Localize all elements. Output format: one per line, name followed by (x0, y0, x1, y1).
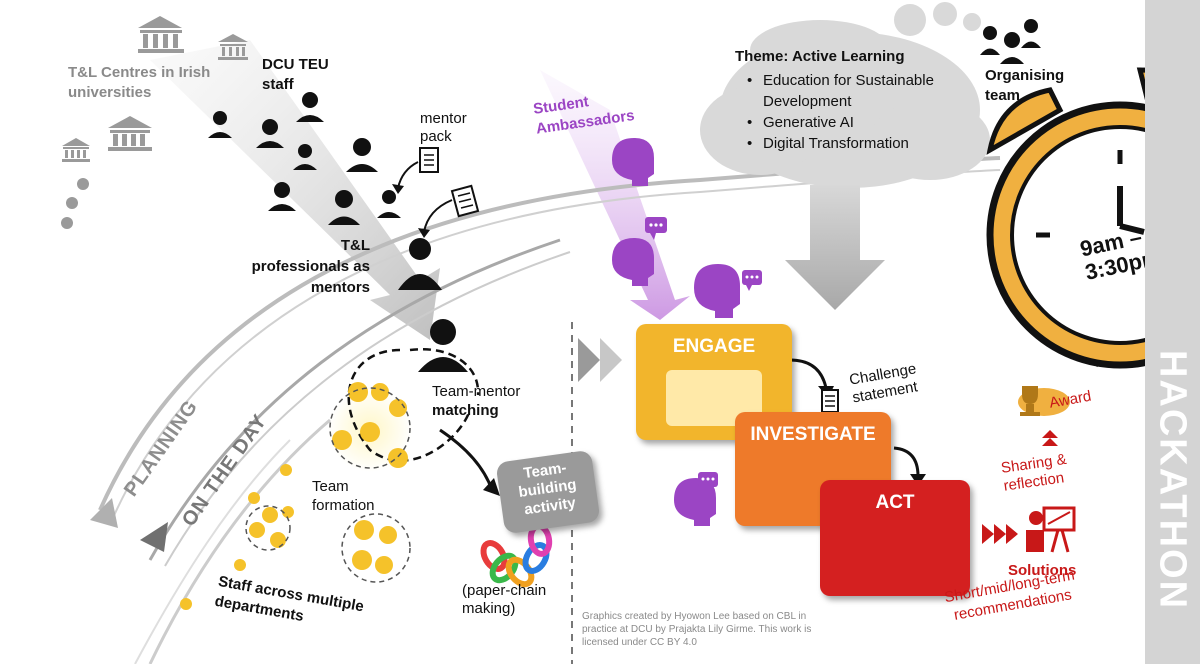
team-mentor-text: Team-mentor (432, 383, 521, 400)
theme-title: Theme: Active Learning (735, 48, 905, 65)
team-building-box: Team-building activity (495, 449, 601, 535)
mentor-pack-label: mentor pack (420, 110, 467, 145)
theme-item: Generative AI (745, 112, 975, 133)
investigate-label: INVESTIGATE (750, 424, 876, 445)
team-mentor-label: Team-mentor matching (432, 382, 520, 420)
team-yellow-heads (180, 382, 408, 610)
team-formation-label: Team formation (312, 478, 375, 514)
presentation-icon (1026, 506, 1076, 553)
act-label: ACT (875, 492, 915, 513)
group-icon (980, 19, 1041, 64)
theme-list: Education for Sustainable Development Ge… (745, 70, 975, 154)
trophy-icon (1018, 386, 1070, 416)
team-building-text: Team-building activity (517, 459, 578, 519)
paper-chain-label: (paper-chain making) (462, 582, 547, 617)
credit-text: Graphics created by Hyowon Lee based on … (582, 611, 812, 648)
organising-team-label: Organising team (985, 67, 1065, 104)
theme-item: Education for Sustainable Development (745, 70, 975, 112)
engage-label: ENGAGE (672, 336, 756, 357)
paper-chain-icon (480, 523, 553, 588)
act-box: ACT (820, 480, 970, 596)
hackathon-sidebar (1145, 0, 1200, 664)
on-the-day-arc (148, 238, 561, 561)
solutions-label: Solutions (1008, 562, 1077, 579)
tl-centres-label: T&L Centres in Irish universities (68, 64, 211, 101)
on-the-day-arrowhead (140, 522, 168, 552)
theme-item: Digital Transformation (745, 133, 975, 154)
speech-head-icon (612, 138, 740, 526)
cloud-arrow (785, 185, 885, 310)
matching-text: matching (432, 402, 499, 419)
university-building-icon (138, 16, 184, 53)
on-the-day-arc-inner (164, 251, 571, 567)
document-icon (419, 147, 480, 218)
dcu-teu-label: DCU TEU staff (262, 56, 329, 93)
hackathon-label: HACKATHON (1151, 349, 1194, 611)
planning-arrowhead (90, 498, 118, 528)
tl-professionals-label: T&L professionals as mentors (251, 237, 370, 296)
person-icon (208, 92, 468, 372)
